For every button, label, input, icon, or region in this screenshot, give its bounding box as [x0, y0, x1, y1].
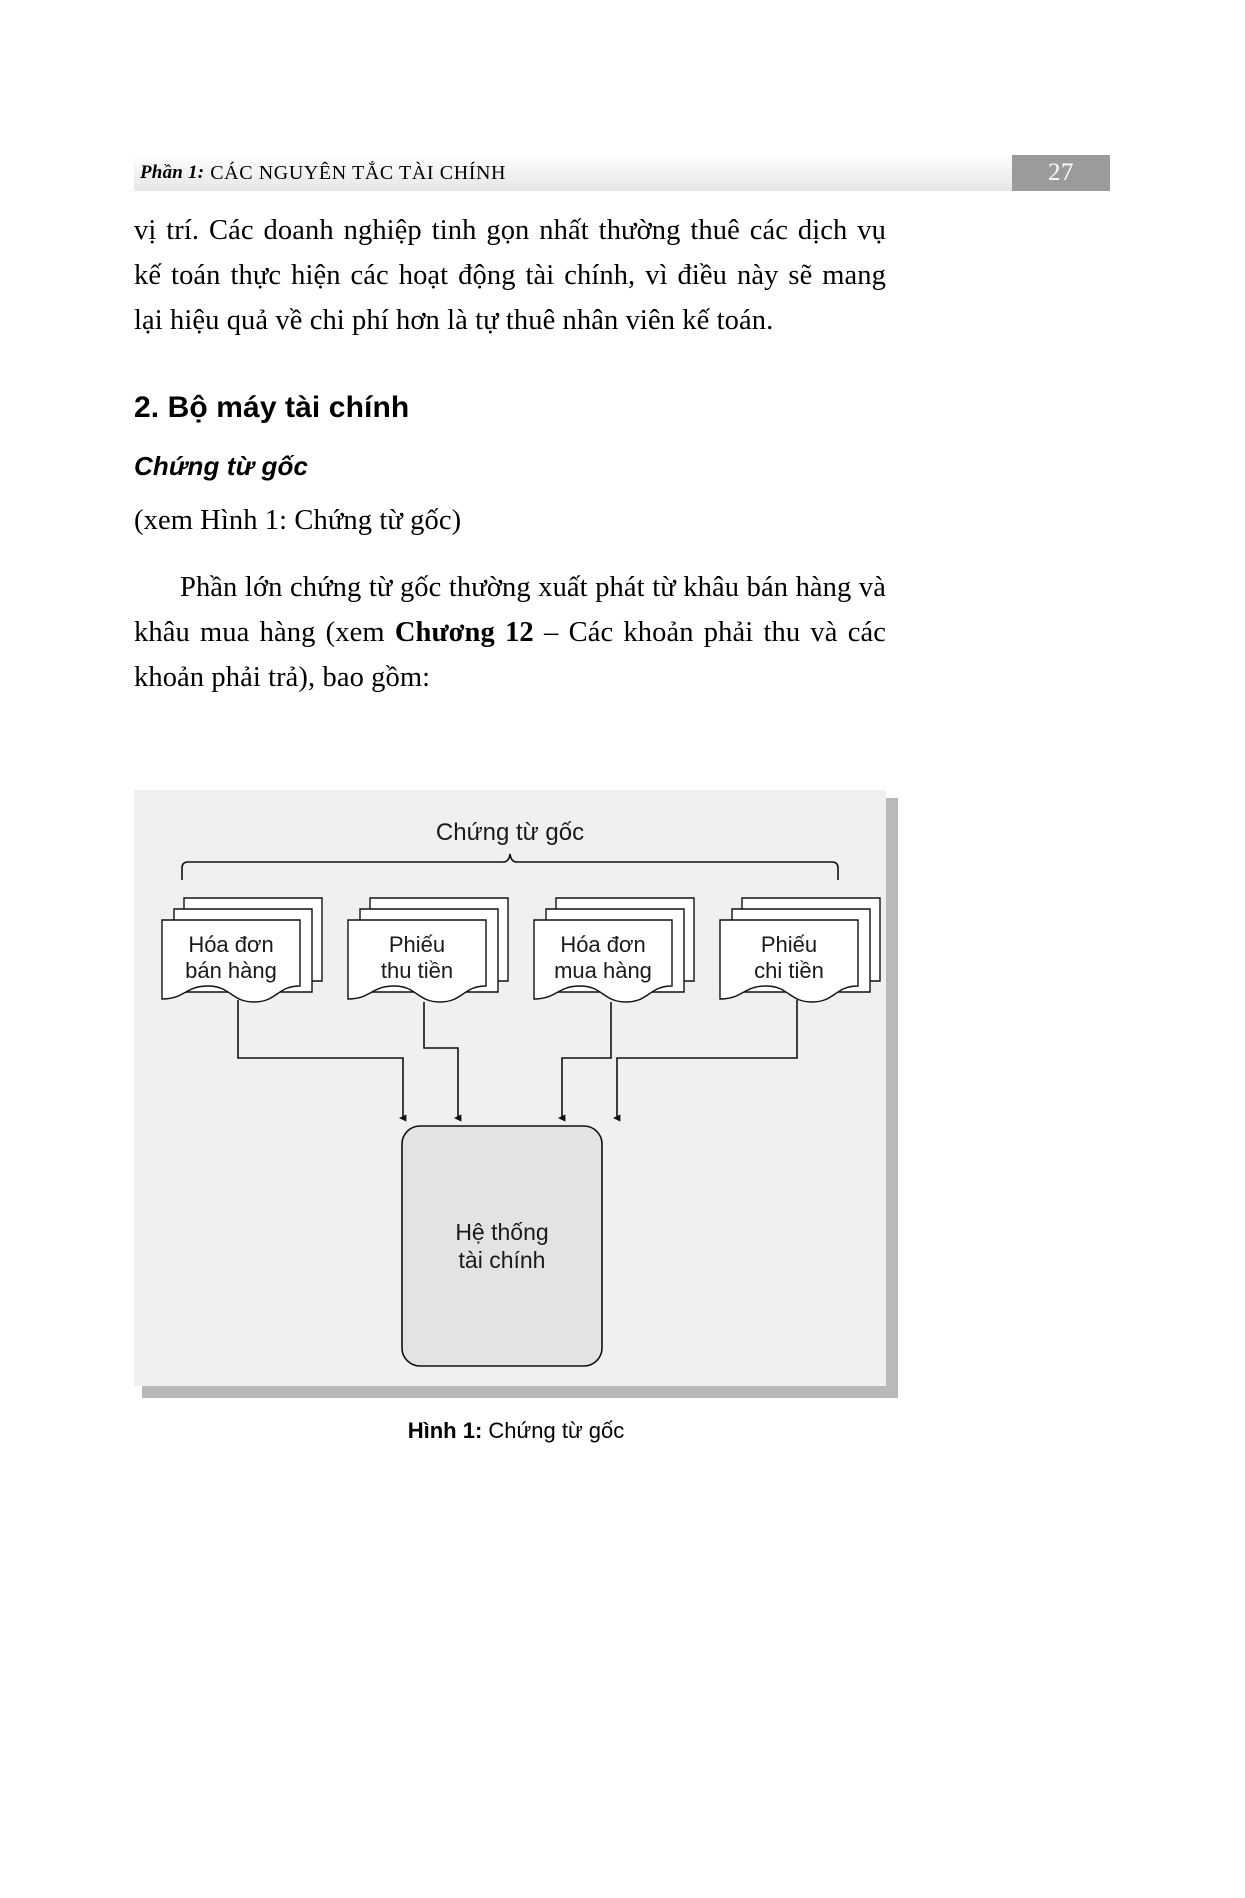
page-number: 27: [1048, 159, 1074, 186]
document-shape: [347, 919, 487, 1003]
document-label-line2: thu tiền: [381, 958, 453, 983]
chapter-reference: Chương 12: [394, 617, 534, 648]
spacer: [134, 482, 886, 498]
figure-caption: Hình 1: Chứng từ gốc: [134, 1418, 898, 1444]
document-stack-2: Phiếu thu tiền: [347, 897, 509, 1003]
curly-brace: [181, 853, 839, 880]
page-number-box: 27: [1012, 155, 1110, 191]
paragraph-body: Phần lớn chứng từ gốc thường xuất phát t…: [134, 565, 886, 700]
paragraph-text-part-1: Phần lớn chứng từ gốc thường xuất phát t…: [134, 572, 886, 648]
header-part-label: Phần 1:: [140, 162, 205, 183]
header-band: Phần 1: CÁC NGUYÊN TẮC TÀI CHÍNH: [134, 155, 1012, 191]
flowchart-svg: Chứng từ gốc Hóa đơn bán hàng: [161, 819, 881, 1367]
document-label-line2: chi tiền: [754, 958, 824, 983]
document-stack-1: Hóa đơn bán hàng: [161, 897, 323, 1003]
connector-2: [423, 1002, 462, 1122]
document-stack-3: Hóa đơn mua hàng: [533, 897, 695, 1003]
spacer: [134, 543, 886, 565]
system-box-label-line1: Hệ thống: [455, 1219, 548, 1245]
document-label-line2: mua hàng: [554, 958, 652, 983]
header-title: CÁC NGUYÊN TẮC TÀI CHÍNH: [210, 161, 507, 184]
document-shape: [161, 919, 301, 1003]
subsection-heading: Chứng từ gốc: [134, 451, 309, 481]
running-header: Phần 1: CÁC NGUYÊN TẮC TÀI CHÍNH 27: [134, 155, 1110, 191]
figure-1: Chứng từ gốc Hóa đơn bán hàng: [134, 790, 898, 1398]
connector-3: [557, 1002, 612, 1122]
figure-caption-label: Hình 1:: [407, 1418, 483, 1443]
connector-4: [612, 1000, 798, 1122]
document-shape: [533, 919, 673, 1003]
paragraph-continuation: vị trí. Các doanh nghiệp tinh gọn nhất t…: [134, 215, 886, 336]
document-label-line1: Hóa đơn: [560, 932, 645, 957]
document-stack-4: Phiếu chi tiền: [719, 897, 881, 1003]
document-label-line1: Phiếu: [761, 932, 817, 957]
document-label-line2: bán hàng: [185, 958, 277, 983]
figure-plate: Chứng từ gốc Hóa đơn bán hàng: [134, 790, 886, 1386]
spacer: [134, 425, 886, 451]
figure-reference-note: (xem Hình 1: Chứng từ gốc): [134, 505, 462, 536]
document-label-line1: Hóa đơn: [188, 932, 273, 957]
connector-1: [237, 1000, 407, 1122]
document-label-line1: Phiếu: [389, 932, 445, 957]
spacer: [134, 343, 886, 391]
body-column: vị trí. Các doanh nghiệp tinh gọn nhất t…: [134, 208, 886, 700]
document-shape: [719, 919, 859, 1003]
connector-lines: [237, 1000, 798, 1122]
figure-caption-text: Chứng từ gốc: [488, 1418, 625, 1443]
figure-title: Chứng từ gốc: [436, 819, 584, 846]
section-heading: 2. Bộ máy tài chính: [134, 391, 410, 424]
system-box-label-line2: tài chính: [459, 1247, 546, 1273]
paragraph-text-part-2: – Các khoản phải thu và các khoản phải t…: [134, 617, 886, 693]
system-box: Hệ thống tài chính: [401, 1125, 603, 1367]
